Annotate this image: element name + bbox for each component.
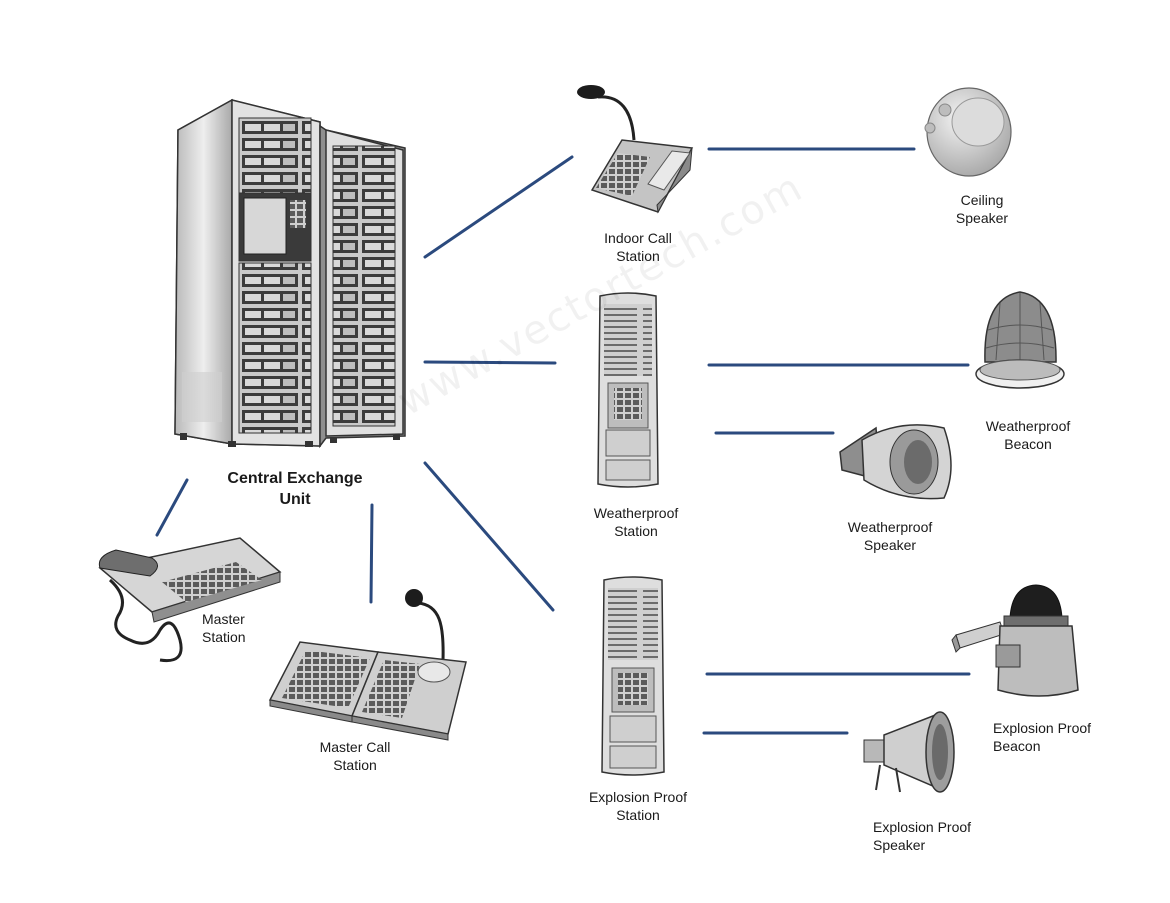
explosion-station-label-line2: Station [616,807,660,823]
explosion-beacon-label-line1: Explosion Proof [993,720,1092,736]
connectors [155,147,971,735]
weatherproof-beacon-label-line1: Weatherproof [985,418,1071,434]
explosion-station-label-line1: Explosion Proof [588,789,688,805]
explosion-proof-station-label: Explosion Proof Station [570,788,706,824]
master-station-label-line1: Master [202,611,245,627]
ceiling-speaker-label: Ceiling Speaker [944,191,1020,227]
master-call-label-line1: Master Call [319,739,391,755]
desk-microphone-station-icon [577,85,694,214]
master-call-label-line2: Station [333,757,377,773]
indoor-call-station-label: Indoor Call Station [578,229,698,265]
wall-station-icon [601,576,665,776]
weatherproof-station-label-line2: Station [614,523,658,539]
telephone-console-icon [98,537,282,663]
master-station-label: Master Station [202,610,282,646]
central-exchange-label-line1: Central Exchange [227,470,363,487]
weatherproof-speaker-label-line2: Speaker [863,537,917,553]
connector-central-master-call-station [369,503,374,604]
weatherproof-speaker-label-line1: Weatherproof [847,519,933,535]
beacon-icon [975,291,1065,389]
master-station-label-line2: Station [202,629,246,645]
explosion-proof-beacon-icon [951,584,1079,697]
explosion-beacon-label-line2: Beacon [993,738,1041,754]
connector-central-master-station [155,478,189,537]
weatherproof-station-label: Weatherproof Station [576,504,696,540]
weatherproof-beacon-label: Weatherproof Beacon [968,417,1088,453]
horn-speaker-icon [839,424,952,500]
connector-central-weatherproof-station [423,360,557,365]
ceiling-speaker-label-line2: Speaker [955,210,1009,226]
server-rack-icon [174,98,406,449]
master-call-station-label: Master Call Station [300,738,410,774]
explosion-proof-beacon-label: Explosion Proof Beacon [993,719,1123,755]
indoor-call-label-line2: Station [616,248,660,264]
central-exchange-label: Central Exchange Unit [200,468,390,510]
wall-station-icon [597,292,659,488]
megaphone-speaker-icon [863,711,955,793]
indoor-call-label-line1: Indoor Call [604,230,672,246]
explosion-proof-speaker-label: Explosion Proof Speaker [873,818,1003,854]
ceiling-speaker-label-line1: Ceiling [960,192,1004,208]
weatherproof-station-label-line1: Weatherproof [593,505,679,521]
explosion-speaker-label-line2: Speaker [873,837,926,853]
keypad-microphone-console-icon [268,589,467,741]
explosion-speaker-label-line1: Explosion Proof [873,819,972,835]
ceiling-speaker-icon [924,87,1012,177]
central-exchange-label-line2: Unit [279,491,311,508]
weatherproof-speaker-label: Weatherproof Speaker [830,518,950,554]
connector-central-explosion-station [423,461,555,612]
weatherproof-beacon-label-line2: Beacon [1004,436,1052,452]
connector-central-indoor-call [423,155,574,259]
